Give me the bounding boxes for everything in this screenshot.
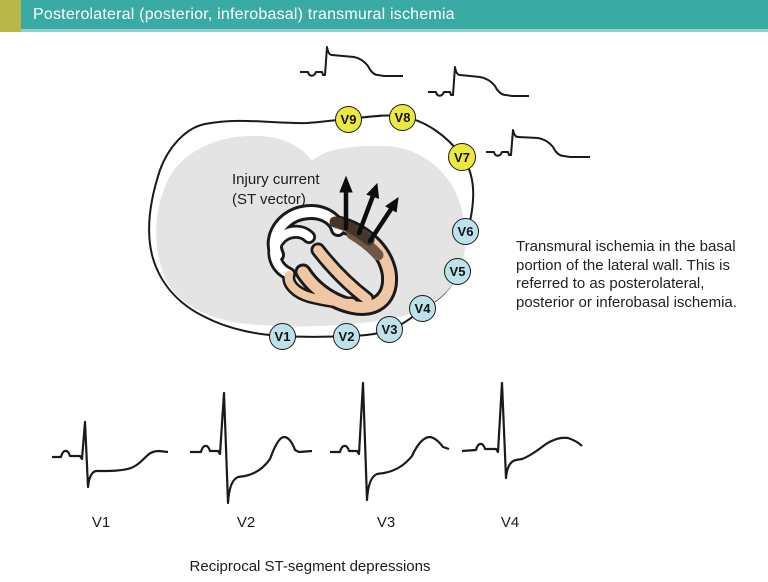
electrode-v8-label: V8 [394,110,411,125]
ecg-trace-lead-v4 [461,381,583,480]
lead-label-v4: V4 [500,514,520,531]
ischemia-segment-dark [329,216,375,246]
electrode-v9-label: V9 [340,112,357,127]
ecg-trace-v9 [300,46,403,77]
injury-current-label: Injury current (ST vector) [232,171,320,208]
electrode-v9: V9 [335,106,362,133]
electrode-v1: V1 [269,323,296,350]
electrode-v5: V5 [444,258,471,285]
header-bar [0,0,768,32]
lead-label-v3: V3 [376,514,396,531]
lead-label-v1: V1 [91,514,111,531]
electrode-v5-label: V5 [449,264,466,279]
electrode-v7: V7 [448,143,476,171]
electrode-v3: V3 [376,316,403,343]
electrode-v6-label: V6 [457,224,474,239]
ecg-trace-lead-v1 [52,420,169,489]
electrode-v2: V2 [333,323,360,350]
ecg-trace-v7 [486,129,590,158]
electrode-v3-label: V3 [381,322,398,337]
ecg-trace-lead-v2 [190,391,313,505]
explanation-text: Transmural ischemia in the basal portion… [516,238,737,311]
septum-wall [313,245,372,304]
heart [266,204,399,316]
electrode-v7-label: V7 [454,149,470,165]
electrode-v4-label: V4 [414,301,431,316]
ecg-trace-v8 [428,66,529,97]
header-accent-block [0,0,21,32]
st-vector-arrows [339,175,399,244]
electrode-v1-label: V1 [274,329,291,344]
page-title: Posterolateral (posterior, inferobasal) … [33,6,455,23]
electrode-v6: V6 [452,218,479,245]
electrode-v2-label: V2 [338,329,355,344]
lead-label-v2: V2 [236,514,256,531]
electrode-v4: V4 [409,295,436,322]
electrode-v8: V8 [389,104,416,131]
ecg-trace-lead-v3 [330,381,450,502]
reciprocal-depressions-caption: Reciprocal ST-segment depressions [189,558,431,575]
